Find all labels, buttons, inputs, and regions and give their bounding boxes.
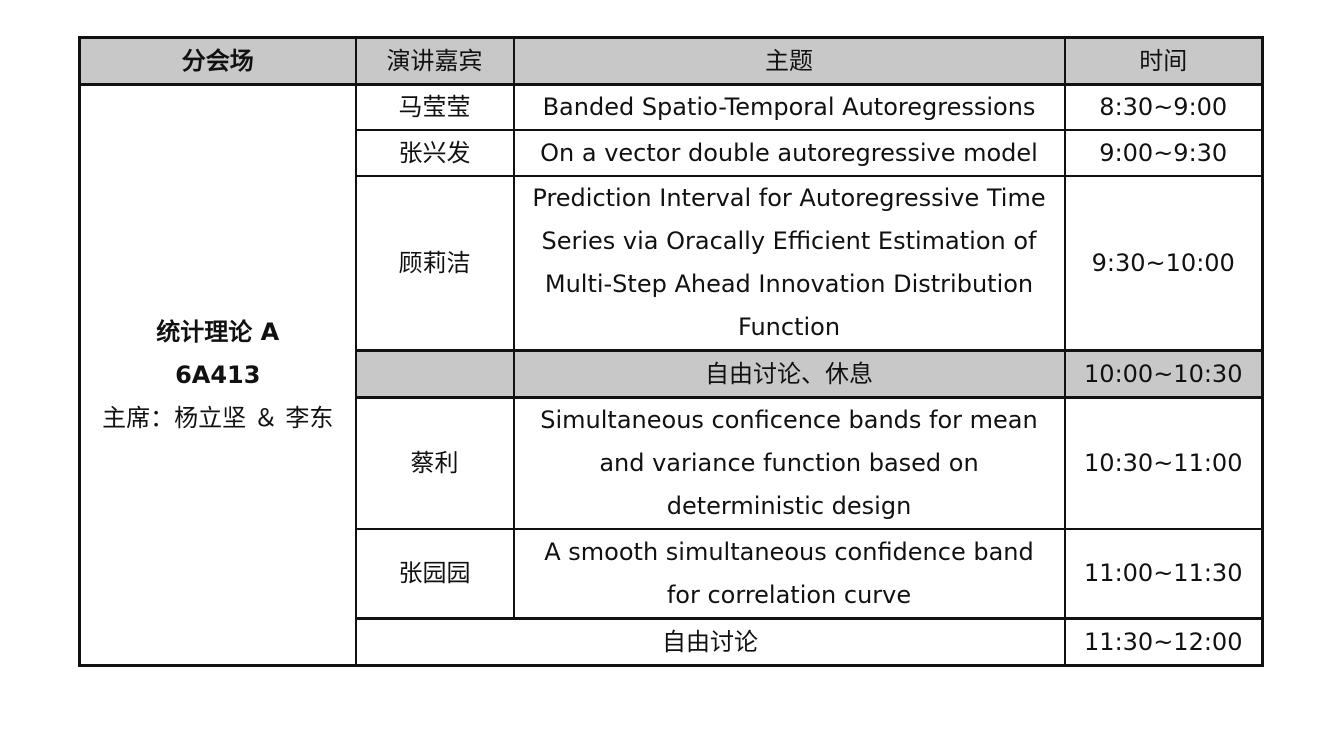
- speaker-cell: [354, 349, 515, 399]
- time-cell: 10:30~11:00: [1063, 396, 1264, 530]
- time-cell: 9:30~10:00: [1063, 175, 1264, 352]
- time-cell: 10:00~10:30: [1063, 349, 1264, 399]
- topic-cell: Banded Spatio-Temporal Autoregressions: [512, 83, 1066, 131]
- header-row: 分会场 演讲嘉宾 主题 时间: [78, 36, 1264, 86]
- time-cell: 11:30~12:00: [1063, 617, 1264, 667]
- header-time: 时间: [1063, 36, 1264, 86]
- speaker-cell: 顾莉洁: [354, 175, 515, 352]
- schedule-table: 分会场 演讲嘉宾 主题 时间 统计理论 A 6A413 主席：杨立坚 ＆ 李东 …: [78, 36, 1264, 667]
- session-chair: 主席：杨立坚 ＆ 李东: [102, 403, 334, 432]
- topic-cell: Simultaneous conficence bands for mean a…: [512, 396, 1066, 530]
- topic-cell: 自由讨论: [354, 617, 1066, 667]
- time-cell: 8:30~9:00: [1063, 83, 1264, 131]
- table-row: 张园园 A smooth simultaneous confidence ban…: [80, 528, 1264, 620]
- discussion-row: 自由讨论 11:30~12:00: [80, 617, 1264, 667]
- table-row: 张兴发 On a vector double autoregressive mo…: [80, 129, 1264, 177]
- break-row: 自由讨论、休息 10:00~10:30: [80, 349, 1264, 399]
- table-row: 蔡利 Simultaneous conficence bands for mea…: [80, 396, 1264, 530]
- header-topic: 主题: [512, 36, 1066, 86]
- header-session: 分会场: [78, 36, 357, 86]
- time-cell: 11:00~11:30: [1063, 528, 1264, 620]
- speaker-cell: 蔡利: [354, 396, 515, 530]
- topic-cell: 自由讨论、休息: [512, 349, 1066, 399]
- topic-cell: A smooth simultaneous confidence band fo…: [512, 528, 1066, 620]
- speaker-cell: 张园园: [354, 528, 515, 620]
- session-title: 统计理论 A: [156, 317, 280, 346]
- header-speaker: 演讲嘉宾: [354, 36, 515, 86]
- speaker-cell: 张兴发: [354, 129, 515, 177]
- topic-cell: Prediction Interval for Autoregressive T…: [512, 175, 1066, 352]
- time-cell: 9:00~9:30: [1063, 129, 1264, 177]
- table-row: 顾莉洁 Prediction Interval for Autoregressi…: [80, 175, 1264, 352]
- session-room: 6A413: [175, 360, 261, 389]
- session-cell: 统计理论 A 6A413 主席：杨立坚 ＆ 李东: [78, 83, 357, 667]
- speaker-cell: 马莹莹: [354, 83, 515, 131]
- topic-cell: On a vector double autoregressive model: [512, 129, 1066, 177]
- table-row: 统计理论 A 6A413 主席：杨立坚 ＆ 李东 马莹莹 Banded Spat…: [78, 83, 1264, 667]
